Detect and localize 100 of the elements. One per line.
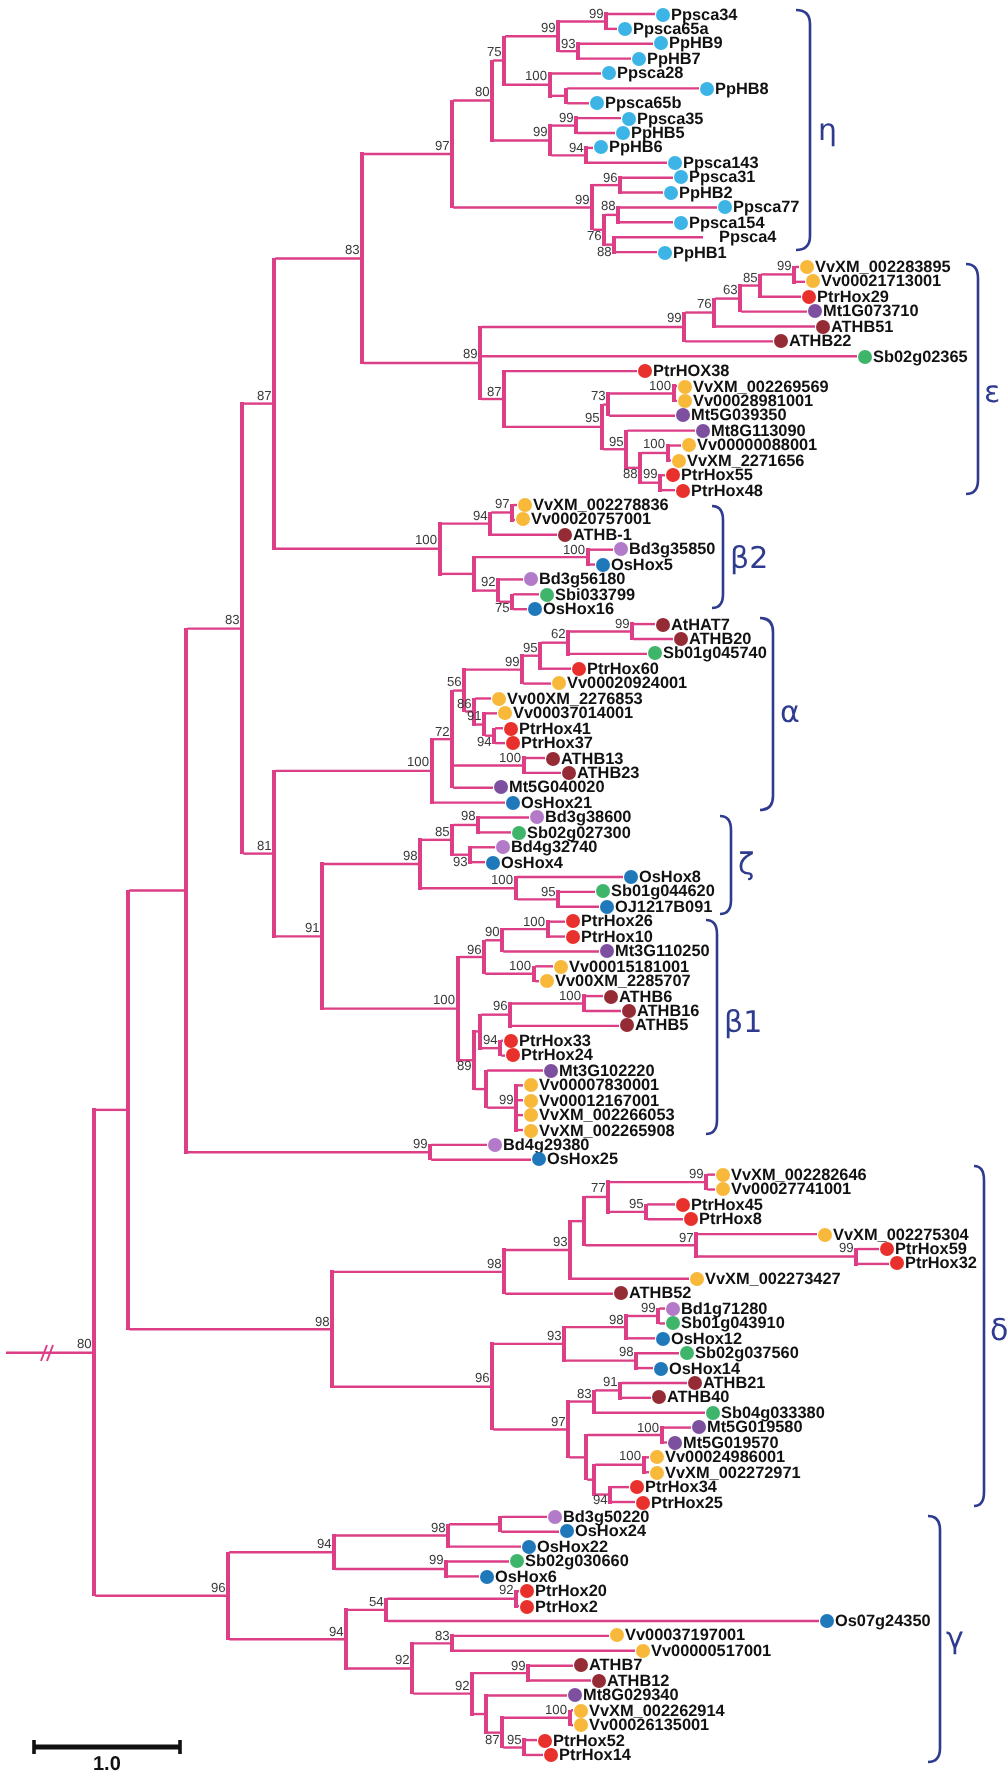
leaf-label: Sb02g037560 [695,1344,799,1363]
leaf-label: ATHB-1 [573,525,632,544]
branch-line [615,250,657,254]
branch-line [609,1210,645,1214]
leaf-label: PpHB2 [679,183,733,202]
leaf-label: PtrHox29 [817,287,889,306]
leaf-label: Sb02g02365 [873,347,968,366]
branch-line [449,1545,521,1548]
leaf-label: Vv00007830001 [539,1076,660,1095]
branch-line [431,1158,531,1161]
leaf-label: Vv00000088001 [697,436,818,455]
leaf-label: ATHB21 [703,1373,766,1392]
leaf-label: Vv00037014001 [513,704,634,723]
leaf-label: VvXM_002273427 [705,1269,841,1288]
branch-line [387,1619,819,1623]
leaf-label: PpHB9 [669,34,723,53]
branch-line [505,1292,613,1295]
branch-line [627,1314,657,1318]
leaf-label: Bd3g38600 [545,808,632,827]
leaf-label: VvXM_002262914 [589,1701,725,1720]
leaf-label: ATHB20 [689,629,752,648]
branch-line [707,1188,715,1191]
branch-line [323,1007,457,1010]
branch-line [243,402,273,405]
leaf-label: OsHox25 [547,1150,618,1169]
leaf-label: PtrHox10 [581,927,653,946]
branch-line [529,1679,591,1682]
branch-line [627,429,695,432]
branch-line [577,116,621,120]
branch-line [453,1634,609,1638]
clade-label: β2 [730,542,769,574]
branch-line [453,206,591,209]
branch-line [627,1337,655,1340]
branch-line [663,1441,667,1444]
leaf-label: ATHB5 [635,1016,689,1035]
branch-line [605,243,613,246]
leaf-label: PpHB6 [609,138,663,157]
branch-line [487,1694,567,1697]
branch-line [323,862,419,866]
branch-line [595,1411,705,1414]
branch-line [453,786,493,789]
branch-line [95,1594,227,1597]
leaf-label: PpHB7 [647,49,701,68]
branch-line [505,83,549,86]
leaf-label: VvXM_002283895 [815,257,951,276]
branch-line [659,1322,665,1325]
branch-line [615,236,703,239]
branch-line [641,451,667,455]
leaf-label: VvXM_002282646 [731,1165,867,1184]
branch-line [593,183,619,187]
leaf-label: Sb01g044620 [611,882,715,901]
branch-line [129,889,185,892]
branch-line [501,1530,559,1533]
branch-line [335,1567,445,1571]
leaf-label: Mt5G039350 [691,406,787,425]
branch-line [347,1608,385,1612]
branch-line [637,1352,679,1355]
leaf-label: PtrHox32 [905,1254,977,1273]
leaf-label: Vv00026135001 [589,1716,710,1735]
leaf-label: PpHB5 [631,124,685,143]
leaf-label: VvXM_002266053 [539,1106,675,1125]
leaf-label: PtrHox26 [581,912,653,931]
branch-line [363,361,479,365]
branch-line [505,1248,569,1252]
branch-line [587,1478,593,1481]
leaf-label: Mt8G029340 [583,1686,679,1705]
branch-line [229,1551,333,1554]
leaf-label: VvXM_002269569 [693,377,829,395]
branch-line [603,448,625,451]
branch-line [633,637,673,641]
leaf-label: OsHox24 [575,1522,646,1541]
leaf-label: VvXM_002278836 [533,496,669,515]
branch-line [535,965,553,968]
branch-line [621,176,673,179]
branch-line [541,641,567,644]
branch-line [493,1342,563,1346]
leaf-label: Mt5G040020 [509,778,605,797]
leaf-label: PtrHox41 [519,719,591,738]
branch-line [551,154,585,157]
branch-line [485,734,493,737]
branch-line [441,572,473,576]
leaf-label: OsHox8 [639,868,701,887]
branch-line [441,522,489,525]
branch-line [503,927,547,931]
leaf-label: Bd3g56180 [539,570,626,589]
branch-line [609,1180,705,1184]
leaf-label: Mt3G102220 [559,1061,655,1080]
leaf-label: OsHox22 [537,1537,608,1556]
leaf-label: Bd3g35850 [629,540,716,559]
branch-line [129,1328,331,1331]
branch-line [479,816,529,819]
branch-line [741,310,807,313]
branch-line [511,1024,619,1028]
leaf-label: VvXM_002275304 [833,1225,969,1244]
branch-line [275,769,431,773]
leaf-label: Sbi033799 [555,585,636,604]
leaf-label: Vv00XM_2285707 [555,972,691,991]
branch-line [487,1106,515,1109]
branch-line [517,1084,523,1087]
leaf-label: PtrHox14 [559,1745,631,1764]
